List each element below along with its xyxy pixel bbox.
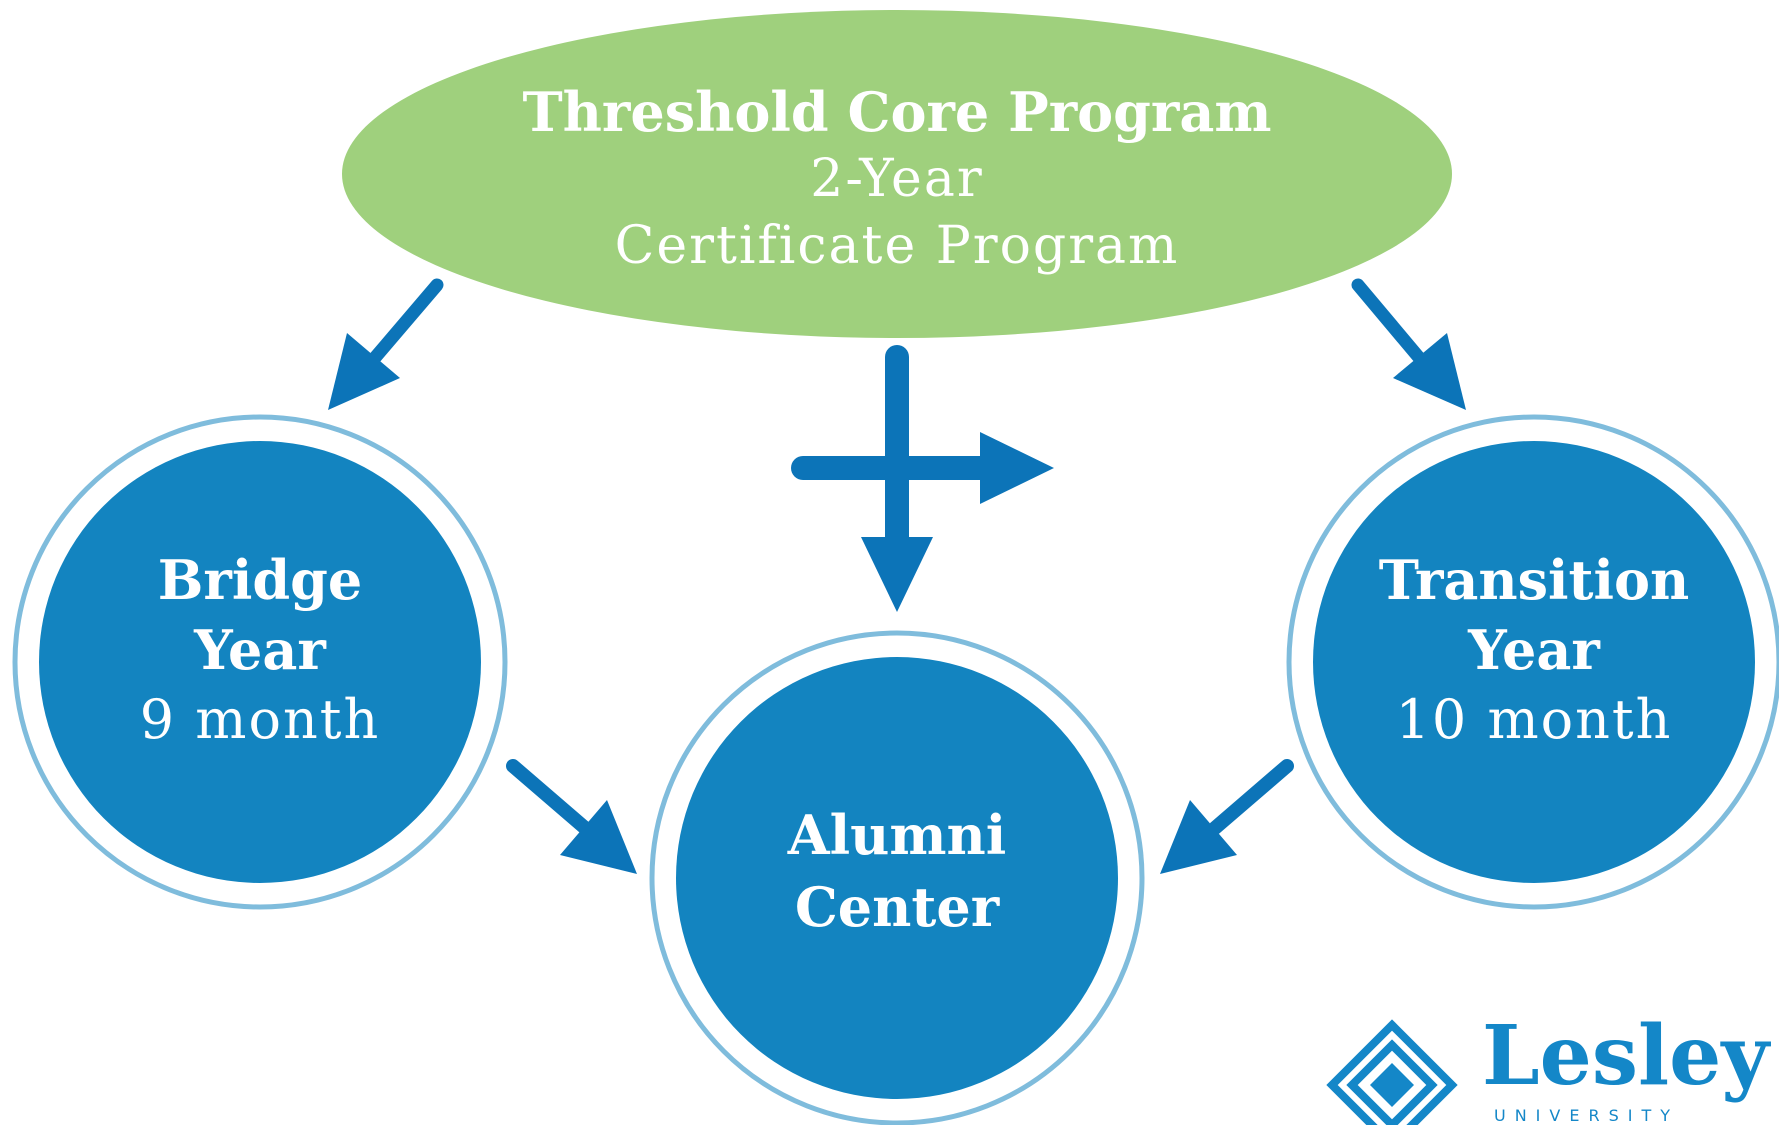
bridge-year-duration: 9 month <box>139 688 381 751</box>
alumni-center-circle <box>649 630 1145 1125</box>
threshold-core-title: Threshold Core Program <box>522 80 1272 144</box>
threshold-core-duration: 2-Year <box>810 149 984 209</box>
transition-year-node: Transition Year 10 month <box>1334 548 1734 768</box>
bridge-year-circle <box>12 414 508 910</box>
alumni-center-label-line1: Alumni <box>787 803 1007 867</box>
threshold-core-subtitle: Certificate Program <box>614 216 1180 276</box>
threshold-core-ellipse <box>342 10 1452 338</box>
lesley-logo-mark <box>1326 1019 1458 1125</box>
transition-year-circle <box>1286 414 1779 910</box>
transition-year-label-line1: Transition <box>1378 548 1690 612</box>
transition-year-duration: 10 month <box>1395 688 1673 751</box>
bridge-year-label-line1: Bridge <box>157 548 363 612</box>
alumni-center-label-line2: Center <box>794 875 1000 939</box>
threshold-core-node: Threshold Core Program 2-Year Certificat… <box>342 70 1452 300</box>
arrow-transition-to-alumni <box>1160 759 1294 874</box>
arrow-core-to-transition <box>1351 278 1466 410</box>
bridge-year-label-line2: Year <box>194 618 326 682</box>
lesley-university-label: UNIVERSITY <box>1494 1106 1679 1125</box>
transition-year-label-line2: Year <box>1468 618 1600 682</box>
arrow-core-to-alumni <box>861 345 933 612</box>
arrow-core-to-bridge <box>328 278 444 410</box>
arrow-cross-right <box>791 432 1054 504</box>
alumni-center-node: Alumni Center <box>697 803 1097 953</box>
lesley-wordmark: Lesley <box>1482 1008 1769 1104</box>
bridge-year-node: Bridge Year 9 month <box>60 548 460 768</box>
arrow-bridge-to-alumni <box>506 759 637 874</box>
